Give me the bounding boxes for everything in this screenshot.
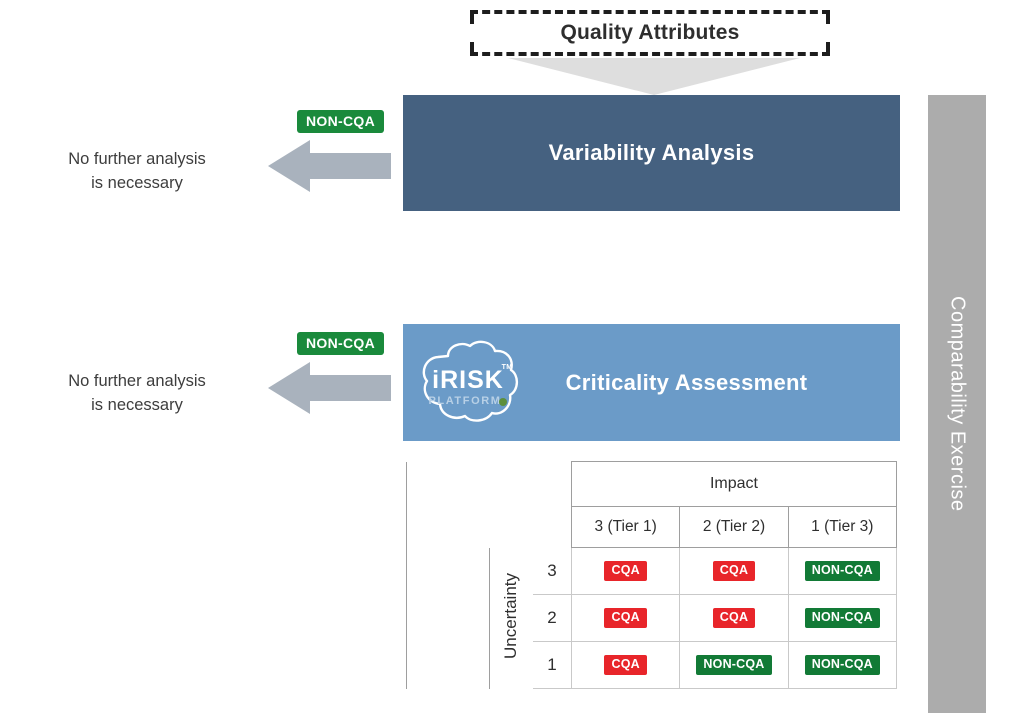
cqa-badge: CQA <box>712 608 756 628</box>
matrix-cell-u2-i1: NON-CQA <box>787 594 898 642</box>
variability-analysis-bar: Variability Analysis <box>403 95 900 211</box>
left-arrow-icon-criticality <box>268 362 391 414</box>
non-cqa-badge: NON-CQA <box>804 608 880 628</box>
corner-mark-bottom-left <box>470 42 474 56</box>
svg-text:iRISK: iRISK <box>432 366 504 394</box>
non-cqa-badge: NON-CQA <box>804 561 880 581</box>
criticality-assessment-title: Criticality Assessment <box>565 369 808 395</box>
criticality-matrix-table: Impact 3 (Tier 1) 2 (Tier 2) 1 (Tier 3) … <box>406 461 898 689</box>
uncertainty-axis-label-cell: Uncertainty <box>488 547 533 689</box>
svg-text:TM: TM <box>502 364 513 371</box>
matrix-corner-cell <box>406 461 489 548</box>
uncertainty-row-header-1: 1 <box>533 641 572 689</box>
arrow-head <box>268 140 310 192</box>
uncertainty-axis-label: Uncertainty <box>501 572 521 659</box>
criticality-assessment-bar: iRISK PLATFORM TM Criticality Assessment <box>403 324 900 441</box>
table-row: Uncertainty 3 CQA CQA NON-CQA <box>406 547 898 689</box>
impact-column-header-2: 2 (Tier 2) <box>679 506 789 548</box>
cqa-badge: CQA <box>604 608 647 628</box>
non-cqa-tag-criticality: NON-CQA <box>297 332 384 355</box>
arrow-shaft <box>308 375 391 401</box>
comparability-exercise-label: Comparability Exercise <box>946 296 969 512</box>
variability-no-further-analysis-caption: No further analysis is necessary <box>22 148 252 196</box>
matrix-cell-u3-i3: CQA <box>570 547 680 595</box>
impact-column-header-3: 1 (Tier 3) <box>788 506 898 548</box>
matrix-spacer-axis <box>489 462 533 548</box>
matrix-blank-cell <box>406 641 489 689</box>
table-row: 2 CQA CQA NON-CQA <box>406 594 898 642</box>
dashed-border-bottom <box>470 52 830 56</box>
non-cqa-badge: NON-CQA <box>696 655 772 675</box>
variability-analysis-title: Variability Analysis <box>548 140 755 165</box>
irisk-platform-logo-icon: iRISK PLATFORM TM <box>422 340 519 422</box>
quality-attributes-label: Quality Attributes <box>560 21 740 44</box>
criticality-matrix: Impact 3 (Tier 1) 2 (Tier 2) 1 (Tier 3) … <box>406 461 898 689</box>
down-arrow-icon <box>508 58 800 95</box>
matrix-cell-u1-i1: NON-CQA <box>787 641 898 689</box>
non-cqa-tag-variability: NON-CQA <box>297 110 384 133</box>
cqa-badge: CQA <box>712 561 756 581</box>
caption-line-1: No further analysis <box>68 372 206 390</box>
table-row: 1 CQA NON-CQA NON-CQA <box>406 641 898 689</box>
cqa-badge: CQA <box>604 655 647 675</box>
non-cqa-badge: NON-CQA <box>804 655 880 675</box>
dashed-border-top <box>470 10 830 14</box>
matrix-blank-cell <box>406 594 489 642</box>
caption-line-1: No further analysis <box>68 150 206 168</box>
matrix-header-row-tiers: 3 (Tier 1) 2 (Tier 2) 1 (Tier 3) <box>407 506 898 548</box>
comparability-exercise-bar: Comparability Exercise <box>928 95 986 713</box>
impact-header-label: Impact <box>571 461 897 507</box>
corner-mark-top-right <box>826 10 830 24</box>
caption-line-2: is necessary <box>91 395 183 414</box>
arrow-shaft <box>308 153 391 179</box>
uncertainty-row-header-2: 2 <box>533 594 572 642</box>
svg-text:PLATFORM: PLATFORM <box>428 395 501 407</box>
impact-column-header-1: 3 (Tier 1) <box>570 506 681 548</box>
criticality-no-further-analysis-caption: No further analysis is necessary <box>22 370 252 418</box>
matrix-blank-cell <box>406 547 489 595</box>
left-arrow-icon-variability <box>268 140 391 192</box>
corner-mark-bottom-right <box>826 42 830 56</box>
caption-line-2: is necessary <box>91 173 183 192</box>
matrix-cell-u3-i2: CQA <box>679 547 789 595</box>
matrix-spacer-num <box>533 462 572 548</box>
matrix-cell-u1-i2: NON-CQA <box>679 641 789 689</box>
quality-attributes-box: Quality Attributes <box>470 10 830 56</box>
matrix-cell-u3-i1: NON-CQA <box>787 547 898 595</box>
matrix-header-row-impact: Impact <box>406 461 897 548</box>
uncertainty-row-header-3: 3 <box>533 547 572 595</box>
cqa-badge: CQA <box>604 561 647 581</box>
arrow-head <box>268 362 310 414</box>
matrix-cell-u2-i3: CQA <box>570 594 680 642</box>
matrix-cell-u2-i2: CQA <box>679 594 789 642</box>
corner-mark-top-left <box>470 10 474 24</box>
matrix-cell-u1-i3: CQA <box>570 641 680 689</box>
